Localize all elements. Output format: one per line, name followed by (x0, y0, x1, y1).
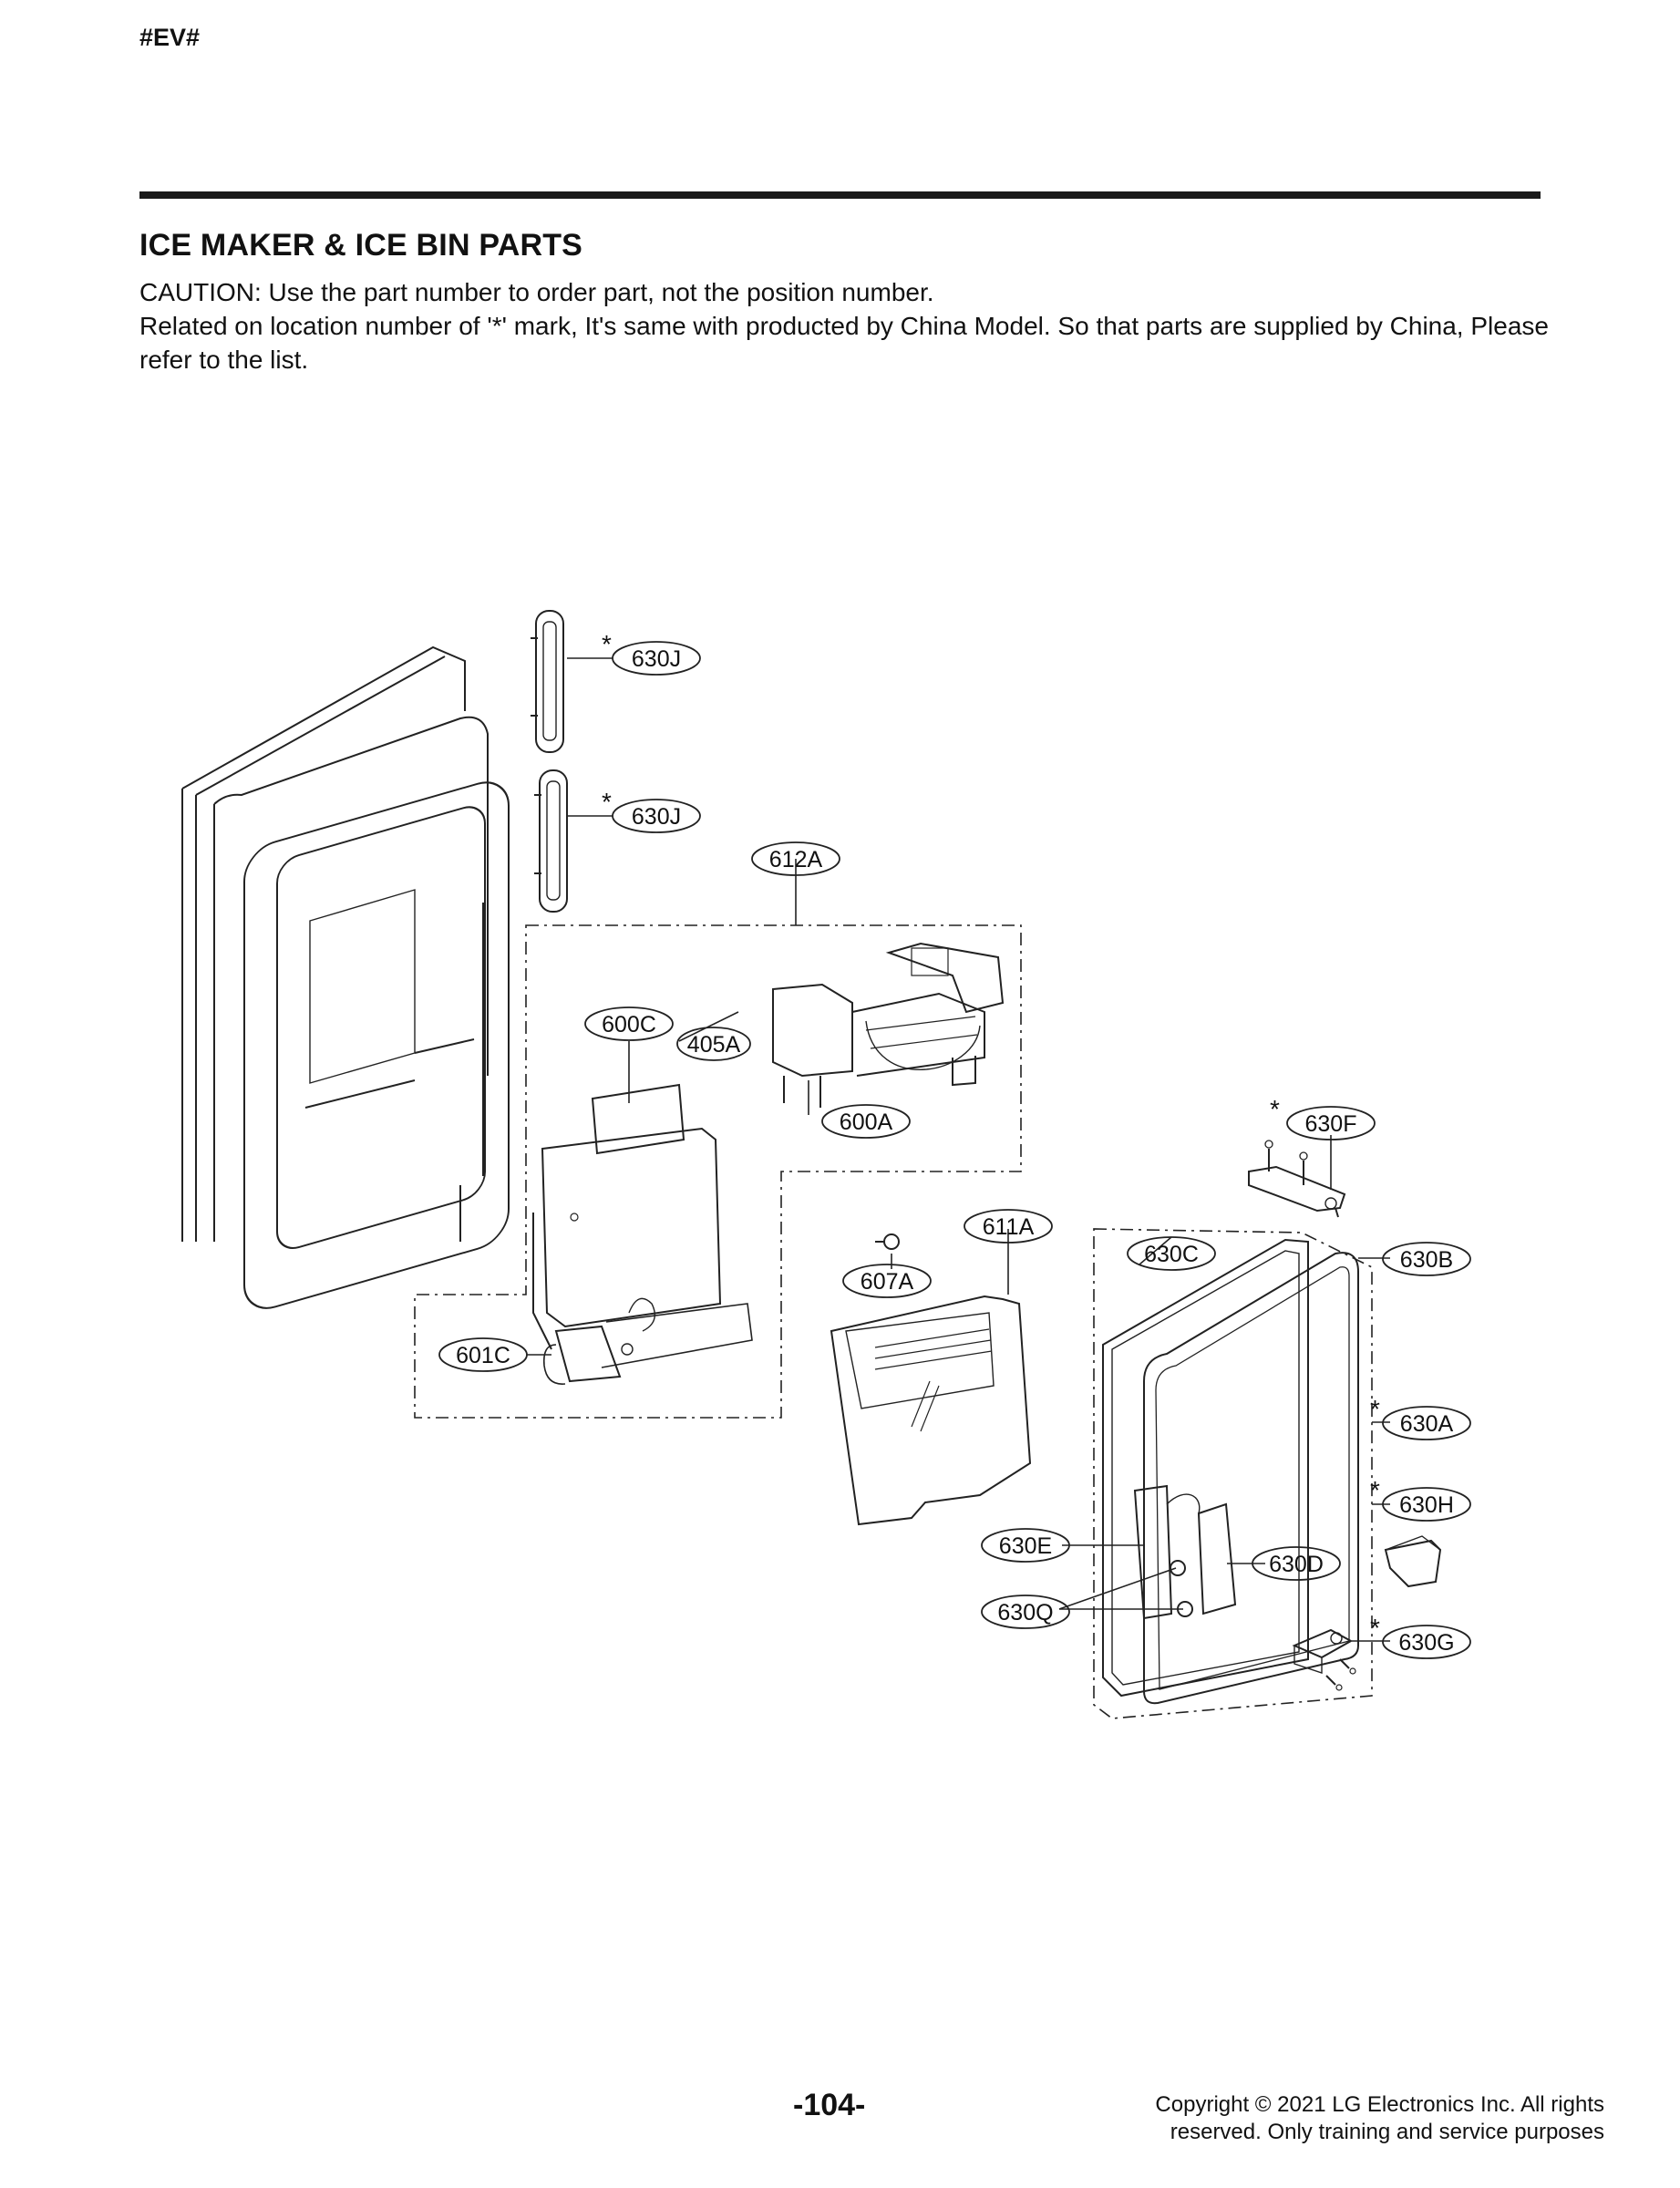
label-630F: 630F (1305, 1111, 1357, 1137)
cap-630H-drawing (1384, 1535, 1442, 1588)
label-630D: 630D (1269, 1552, 1324, 1577)
china-marker-630G: * (1370, 1614, 1380, 1642)
label-611A: 611A (983, 1214, 1035, 1240)
part-labels: 630J 630J 612A 600C 405A 600A 601C 630F … (456, 646, 1454, 1656)
china-marker-630A: * (1370, 1395, 1380, 1423)
part-630J-guide-bottom-drawing (534, 769, 568, 913)
label-630J-bottom: 630J (632, 804, 681, 830)
china-marker-630J-bottom: * (602, 788, 612, 816)
label-bubbles (438, 641, 1471, 1659)
ice-maker-unit-drawing (772, 942, 1005, 1108)
label-405A: 405A (687, 1032, 741, 1058)
screw-607A-drawing (875, 1233, 900, 1250)
china-marker-630H: * (1370, 1476, 1380, 1504)
caution-line-2: Related on location number of '*' mark, … (139, 312, 1549, 374)
label-600A: 600A (840, 1109, 893, 1135)
china-marker-630F: * (1270, 1095, 1280, 1123)
exploded-parts-diagram: 630J 630J 612A 600C 405A 600A 601C 630F … (181, 610, 1471, 1719)
label-630C: 630C (1144, 1242, 1199, 1267)
label-630B: 630B (1400, 1247, 1453, 1273)
ice-bin-door-drawing (1102, 1238, 1359, 1705)
label-630E: 630E (999, 1533, 1052, 1559)
ice-bin-bracket-drawing (532, 1083, 753, 1385)
document-code: #EV# (139, 24, 201, 51)
label-630G: 630G (1398, 1630, 1454, 1656)
caution-line-1: CAUTION: Use the part number to order pa… (139, 278, 934, 306)
ice-bin-door-boundary (1093, 1228, 1373, 1719)
page-title: ICE MAKER & ICE BIN PARTS (139, 228, 583, 263)
label-630J-top: 630J (632, 646, 681, 672)
label-630Q: 630Q (997, 1600, 1053, 1626)
label-601C: 601C (456, 1343, 510, 1368)
leader-lines (527, 657, 1390, 1642)
label-600C: 600C (602, 1012, 656, 1037)
caution-note: CAUTION: Use the part number to order pa… (139, 275, 1561, 377)
refrigerator-door-drawing (181, 645, 510, 1309)
ice-bin-cover-drawing (830, 1295, 1032, 1526)
bracket-630G-drawing (1292, 1628, 1356, 1691)
copyright-line-2: reserved. Only training and service purp… (1170, 2120, 1604, 2144)
copyright-line-1: Copyright © 2021 LG Electronics Inc. All… (1155, 2092, 1604, 2117)
door-handle-drawing (1133, 1484, 1237, 1620)
label-630H: 630H (1399, 1492, 1454, 1518)
part-630J-guide-top-drawing (531, 610, 564, 753)
header-rule (139, 191, 1541, 199)
china-markers: * * * * * * (602, 630, 1380, 1642)
page-number: -104- (793, 2088, 866, 2122)
label-607A: 607A (861, 1269, 914, 1295)
china-marker-630J-top: * (602, 630, 612, 658)
ice-maker-assembly-boundary (414, 924, 1022, 1419)
label-630A: 630A (1400, 1411, 1454, 1437)
label-612A: 612A (769, 847, 823, 872)
copyright-notice: Copyright © 2021 LG Electronics Inc. All… (1057, 2091, 1604, 2146)
hinge-630F-drawing (1248, 1140, 1346, 1218)
